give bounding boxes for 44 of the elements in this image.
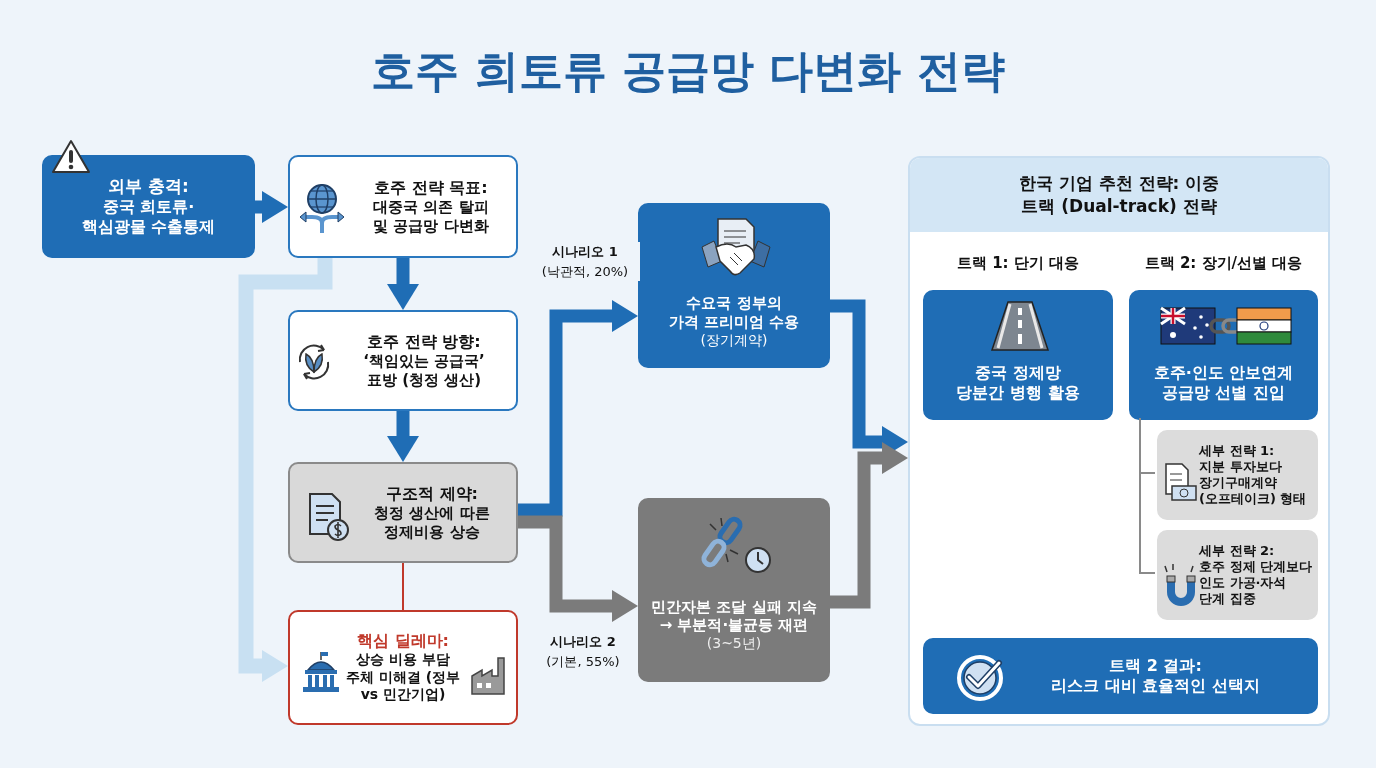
- box-text: 호주·인도 안보연계 공급망 선별 진입: [1152, 363, 1295, 403]
- arrow: [238, 258, 333, 679]
- arrow: [518, 515, 638, 619]
- box-text: 대중국 의존 탈피 및 공급망 다변화: [372, 197, 490, 236]
- constraint-box: [288, 462, 518, 563]
- track-heading: 트랙 2: 장기/선별 대응: [1143, 254, 1304, 273]
- title: 호주 희토류 공급망 다변화 전략: [370, 44, 1006, 98]
- box-text: 상승 비용 부담 주체 미해결 (정부 vs 민간기업): [344, 651, 462, 704]
- box-text: 호주 정제 단계보다 인도 가공·자석 단계 집중: [1199, 558, 1314, 608]
- box-text: 중국 희토류·핵심광물 수출통제: [80, 197, 217, 238]
- box-heading: 호주 전략 목표:: [374, 177, 488, 198]
- arrow: [390, 258, 416, 310]
- detail-box: [1157, 430, 1318, 520]
- box-text: 중국 정제망 당분간 병행 활용: [955, 363, 1081, 403]
- goal-box: [288, 155, 518, 258]
- track-heading: 트랙 1: 단기 대응: [955, 254, 1081, 273]
- box-heading: 세부 전략 2:: [1199, 542, 1275, 559]
- box-heading: 구조적 제약:: [386, 483, 478, 504]
- arrow: [518, 303, 638, 517]
- box-heading: 핵심 딜레마:: [357, 631, 449, 652]
- direction-box: [288, 310, 518, 411]
- scenario-box: [638, 203, 830, 368]
- detail-box: [1157, 530, 1318, 620]
- box-text: 민간자본 조달 실패 지속 → 부분적·불균등 재편: [650, 597, 818, 635]
- arrow: [255, 194, 288, 220]
- strategy-panel: [908, 156, 1330, 726]
- scenario-box: [638, 498, 830, 682]
- box-heading: 외부 충격:: [108, 175, 189, 198]
- box-note: (장기계약): [700, 331, 768, 349]
- result-box: [923, 638, 1318, 714]
- arrow: [390, 411, 416, 462]
- panel-heading: 한국 기업 추천 전략: 이중 트랙 (Dual-track) 전략: [910, 158, 1328, 232]
- dilemma-box: [288, 610, 518, 725]
- box-heading: 세부 전략 1:: [1199, 442, 1275, 459]
- arrow: [830, 445, 908, 609]
- connector-line: [402, 562, 404, 611]
- box-text: 리스크 대비 효율적인 선택지: [1051, 676, 1260, 696]
- box-heading: 트랙 2 결과:: [1109, 656, 1202, 676]
- box-text: 지분 투자보다 장기구매계약 (오프테이크) 형태: [1199, 458, 1308, 508]
- box-note: (3~5년): [706, 635, 762, 653]
- box-text: 수요국 정부의 가격 프리미엄 수용: [667, 294, 801, 332]
- box-heading: 호주 전략 방향:: [367, 331, 481, 352]
- box-text: 청정 생산에 따른 정제비용 상승: [373, 503, 491, 542]
- box-text: ‘책임있는 공급국’ 표방 (청정 생산): [362, 351, 486, 390]
